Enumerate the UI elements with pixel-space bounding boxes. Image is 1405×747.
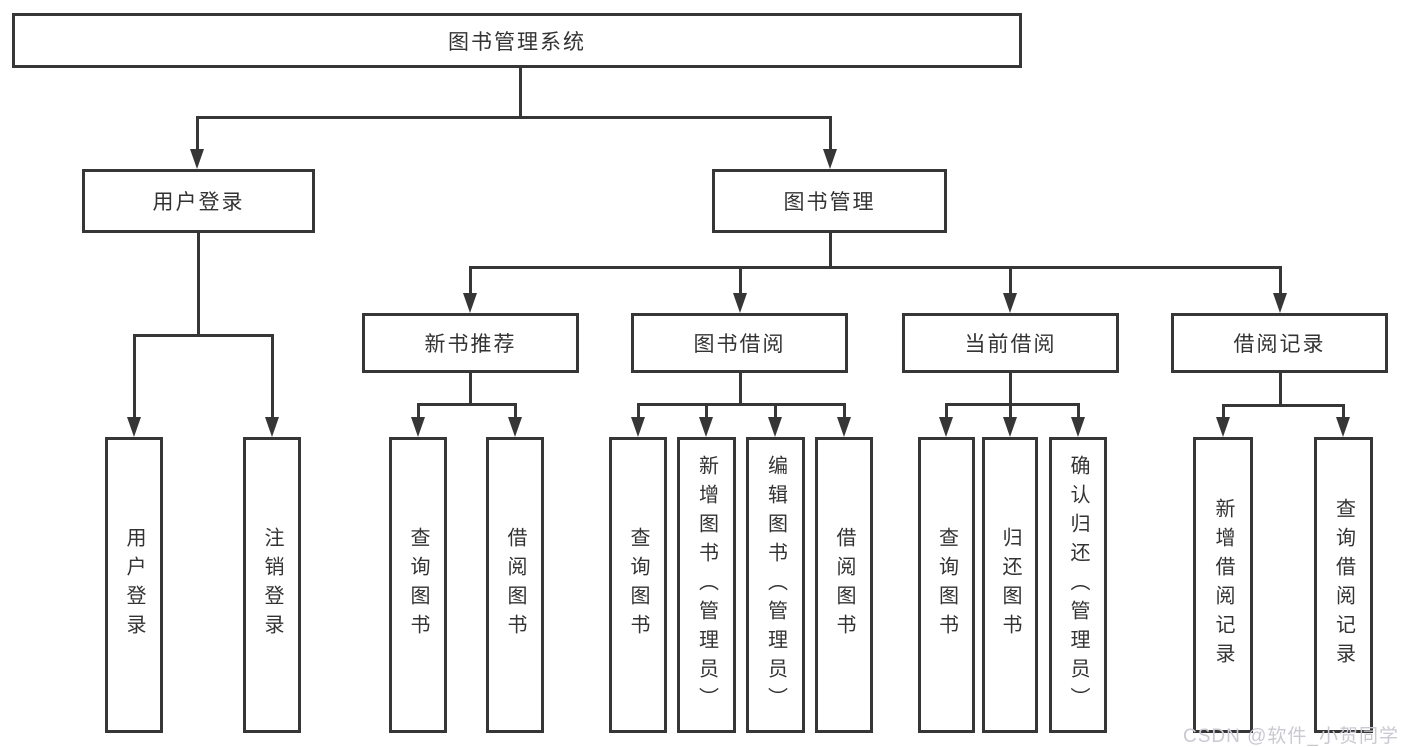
leaf-query-books-recommend-label: 查询图书 [407,527,429,643]
arrowhead-down-icon [768,417,782,437]
connector-line [1009,373,1012,406]
connector-line [1222,404,1225,417]
connector-line [196,116,199,150]
connector-line [514,403,517,417]
leaf-query-books-current: 查询图书 [918,437,975,733]
arrowhead-down-icon [1336,417,1350,437]
arrowhead-down-icon [463,293,477,313]
connector-line [945,403,948,417]
connector-line [637,403,640,417]
connector-line [1077,403,1080,417]
connector-line [739,266,742,294]
connector-line [774,403,777,417]
arrowhead-down-icon [265,417,279,437]
leaf-logout-label: 注销登录 [261,527,283,643]
leaf-borrow-books-recommend-label: 借阅图书 [504,527,526,643]
leaf-borrow-books: 借阅图书 [815,437,873,733]
leaf-edit-books-admin-label: 编辑图书（管理员） [764,454,787,716]
arrowhead-down-icon [837,417,851,437]
leaf-add-books-admin: 新增图书（管理员） [677,437,736,733]
arrowhead-down-icon [127,417,141,437]
leaf-borrow-books-label: 借阅图书 [833,527,855,643]
node-borrow-records: 借阅记录 [1171,313,1388,373]
connector-line [470,266,1281,269]
connector-line [946,403,1080,406]
connector-line [638,403,846,406]
arrowhead-down-icon [1003,293,1017,313]
arrowhead-down-icon [1273,293,1287,313]
leaf-query-books-borrow: 查询图书 [609,437,667,733]
arrowhead-down-icon [699,417,713,437]
arrowhead-down-icon [823,149,837,169]
leaf-add-borrow-record-label: 新增借阅记录 [1212,498,1234,672]
arrowhead-down-icon [631,417,645,437]
node-new-book-recommend: 新书推荐 [362,313,579,373]
leaf-query-books-recommend: 查询图书 [389,437,447,733]
connector-line [271,334,274,418]
node-book-borrow: 图书借阅 [631,313,848,373]
arrowhead-down-icon [1003,417,1017,437]
connector-line [417,403,420,417]
node-user-login: 用户登录 [82,169,315,233]
connector-line [133,334,136,418]
connector-line [1223,404,1344,407]
leaf-query-books-borrow-label: 查询图书 [627,527,649,643]
connector-line [519,68,522,119]
leaf-edit-books-admin: 编辑图书（管理员） [746,437,805,733]
leaf-add-borrow-record: 新增借阅记录 [1193,437,1253,733]
node-root-library-system: 图书管理系统 [12,13,1022,68]
leaf-user-login: 用户登录 [105,437,163,733]
connector-line [1009,403,1012,417]
watermark-text: CSDN @软件_小贺同学 [1183,726,1399,747]
leaf-borrow-books-recommend: 借阅图书 [486,437,544,733]
connector-line [197,116,832,119]
connector-line [843,403,846,417]
connector-line [705,403,708,417]
connector-line [1279,373,1282,407]
connector-line [418,403,517,406]
node-current-borrow: 当前借阅 [902,313,1119,373]
connector-line [1342,404,1345,417]
arrowhead-down-icon [1216,417,1230,437]
connector-line [1009,266,1012,294]
connector-line [1279,266,1282,294]
connector-line [469,373,472,406]
arrowhead-down-icon [733,293,747,313]
connector-line [829,116,832,150]
connector-line [197,233,200,336]
connector-line [829,233,832,269]
leaf-user-login-label: 用户登录 [123,527,145,643]
connector-line [739,373,742,406]
arrowhead-down-icon [939,417,953,437]
leaf-add-books-admin-label: 新增图书（管理员） [695,454,718,716]
leaf-query-borrow-record-label: 查询借阅记录 [1332,498,1355,672]
leaf-return-books: 归还图书 [982,437,1038,733]
leaf-query-borrow-record: 查询借阅记录 [1314,437,1373,733]
node-book-management: 图书管理 [712,169,947,233]
arrowhead-down-icon [190,149,204,169]
leaf-query-books-current-label: 查询图书 [935,527,958,643]
arrowhead-down-icon [1071,417,1085,437]
connector-line [469,266,472,294]
connector-line [134,334,274,337]
arrowhead-down-icon [411,417,425,437]
leaf-return-books-label: 归还图书 [999,527,1021,643]
leaf-confirm-return-admin: 确认归还（管理员） [1049,437,1107,733]
leaf-confirm-return-admin-label: 确认归还（管理员） [1067,454,1089,716]
leaf-logout: 注销登录 [243,437,301,733]
arrowhead-down-icon [508,417,522,437]
